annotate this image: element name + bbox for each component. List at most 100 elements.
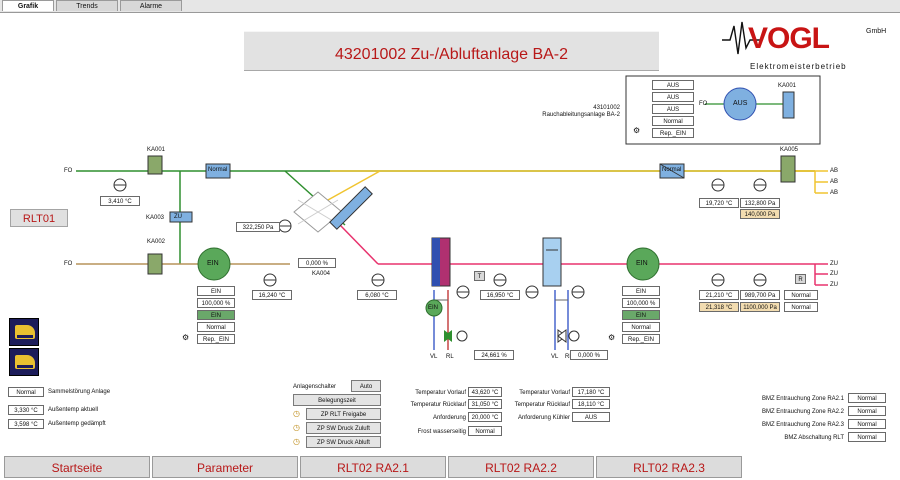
fan-smoke-label: AUS [733,100,748,107]
supply-temp: 21,210 °C [699,290,739,300]
fan-supply-status-5[interactable]: Rep._EIN [197,334,235,344]
label-smoke-damper: KA001 [778,83,797,89]
collective-fault-label: Sammelstörung Anlage [48,389,111,395]
cool-flow-label: Temperatur Vorlauf [519,390,570,396]
fan-supply-status-2: 100,000 % [197,298,235,308]
pressure-hrc: 322,250 Pa [236,222,280,232]
bmz-shutdown-label: BMZ Abschaltung RLT [784,435,844,441]
ka001-temp: 3,410 °C [100,196,140,206]
heat-demand-label: Anforderung [432,415,466,421]
outdoor-temp-damped-value: 3,598 °C [8,419,44,429]
fan-exhaust-status-4: Normal [622,322,660,332]
heat-return-label: Temperatur Rücklauf [410,402,466,408]
nav-parameter-button[interactable]: Parameter [152,456,298,478]
tab-grafik[interactable]: Grafik [2,0,54,11]
fan-exhaust-status-2: 100,000 % [622,298,660,308]
nav-rlt02-ra23-button[interactable]: RLT02 RA2.3 [596,456,742,478]
bmz-zone-1-value: Normal [848,393,886,403]
damper-ka001 [147,155,163,175]
fan-exhaust-status-3: EIN [622,310,660,320]
bmz-shutdown-value: Normal [848,432,886,442]
supply-normal-2: Normal [784,302,818,312]
pump-icon [425,299,443,317]
nav-rlt02-ra22-button[interactable]: RLT02 RA2.2 [448,456,594,478]
cool-demand-value: AUS [572,412,610,422]
bmz-zone-3-value: Normal [848,419,886,429]
mid-temp: 16,950 °C [480,290,520,300]
heat-return-value: 31,050 °C [468,399,502,409]
occupancy-button[interactable]: Belegungszeit [293,394,381,406]
fan-supply-label: EIN [207,260,219,267]
zp-supply-pressure-button[interactable]: ZP SW Druck Zuluft [306,422,381,434]
fan-supply-status-3: EIN [197,310,235,320]
wrench-icon[interactable]: ⚙ [633,126,641,135]
zp-release-button[interactable]: ZP RLT Freigabe [306,408,381,420]
bmz-zone-1-label: BMZ Entrauchung Zone RA2.1 [761,396,844,402]
nav-startseite-button[interactable]: Startseite [4,456,150,478]
label-ka001: KA001 [147,147,166,153]
damper-ka004 [329,186,373,230]
label-ka002: KA002 [147,239,166,245]
tab-alarme[interactable]: Alarme [120,0,182,11]
frost-label: Frost wasserseitig [417,429,466,435]
smoke-status-5[interactable]: Rep._EIN [652,128,694,138]
nav-rlt02-ra21-button[interactable]: RLT02 RA2.1 [300,456,446,478]
cool-demand-label: Anforderung Kühler [517,415,570,421]
fan-exhaust-status-5[interactable]: Rep._EIN [622,334,660,344]
tag-ab-1: AB [830,168,839,174]
pressure-sensor-r[interactable]: R [795,274,806,284]
cooler-coil-icon [542,237,562,287]
clock-icon: ◷ [293,437,300,446]
heater-valve-pct: 24,661 % [474,350,514,360]
tag-zu-2: ZU [830,271,838,277]
tab-bar: Grafik Trends Alarme [0,0,900,13]
after-heater-temp: 6,080 °C [357,290,397,300]
smoke-status-2: AUS [652,92,694,102]
logo-subtitle: Elektromeisterbetrieb [750,62,847,71]
damper-smoke [782,91,795,119]
pump-label: EIN [428,305,439,311]
damper-ka005 [780,155,796,183]
filter-supply-icon [205,163,231,179]
tag-fo-top: FO [64,168,73,174]
filter-supply-label: Normal [208,167,228,173]
wrench-icon[interactable]: ⚙ [608,333,616,342]
fan-exhaust-status-1: EIN [622,286,660,296]
wrench-icon[interactable]: ⚙ [182,333,190,342]
tag-vl-heat: VL [430,354,438,360]
plant-switch-select[interactable]: Auto [351,380,381,392]
fan-supply-status-4: Normal [197,322,235,332]
manual-mode-icon[interactable] [9,348,39,376]
temp-sensor-t[interactable]: T [474,271,485,281]
tag-zu-1: ZU [830,261,838,267]
exhaust-pressure-setpoint[interactable]: 140,000 Pa [740,209,780,219]
tag-vl-cool: VL [551,354,559,360]
bmz-zone-2-label: BMZ Entrauchung Zone RA2.2 [761,409,844,415]
ka004-pct: 0,000 % [298,258,336,268]
bmz-zone-2-value: Normal [848,406,886,416]
tag-fo-outdoor: FO [64,261,73,267]
cool-return-label: Temperatur Rücklauf [514,402,570,408]
label-ka004: KA004 [312,271,331,277]
label-ka003: KA003 [146,215,165,221]
supply-pressure-setpoint[interactable]: 1100,000 Pa [740,302,780,312]
exhaust-pressure: 132,800 Pa [740,198,780,208]
exhaust-temp: 19,720 °C [699,198,739,208]
fan-exhaust-label: EIN [636,260,648,267]
manual-mode-icon[interactable] [9,318,39,346]
plant-switch-label: Anlagenschalter [293,384,337,390]
page-title: 43201002 Zu-/Abluftanlage BA-2 [244,31,659,71]
cooler-valve-pct: 0,000 % [570,350,608,360]
clock-icon: ◷ [293,423,300,432]
outdoor-temp-damped-label: Außentemp gedämpft [48,421,106,427]
heat-flow-value: 43,620 °C [468,387,502,397]
tag-ab-2: AB [830,179,839,185]
bmz-zone-3-label: BMZ Entrauchung Zone RA2.3 [761,422,844,428]
outdoor-temp-label: Außentemp aktuell [48,407,99,413]
supply-pressure: 989,700 Pa [740,290,780,300]
damper-ka003 [169,211,193,223]
zp-exhaust-pressure-button[interactable]: ZP SW Druck Abluft [306,436,381,448]
supply-temp-setpoint[interactable]: 21,318 °C [699,302,739,312]
tab-trends[interactable]: Trends [56,0,118,11]
outdoor-temp-value: 3,330 °C [8,405,44,415]
